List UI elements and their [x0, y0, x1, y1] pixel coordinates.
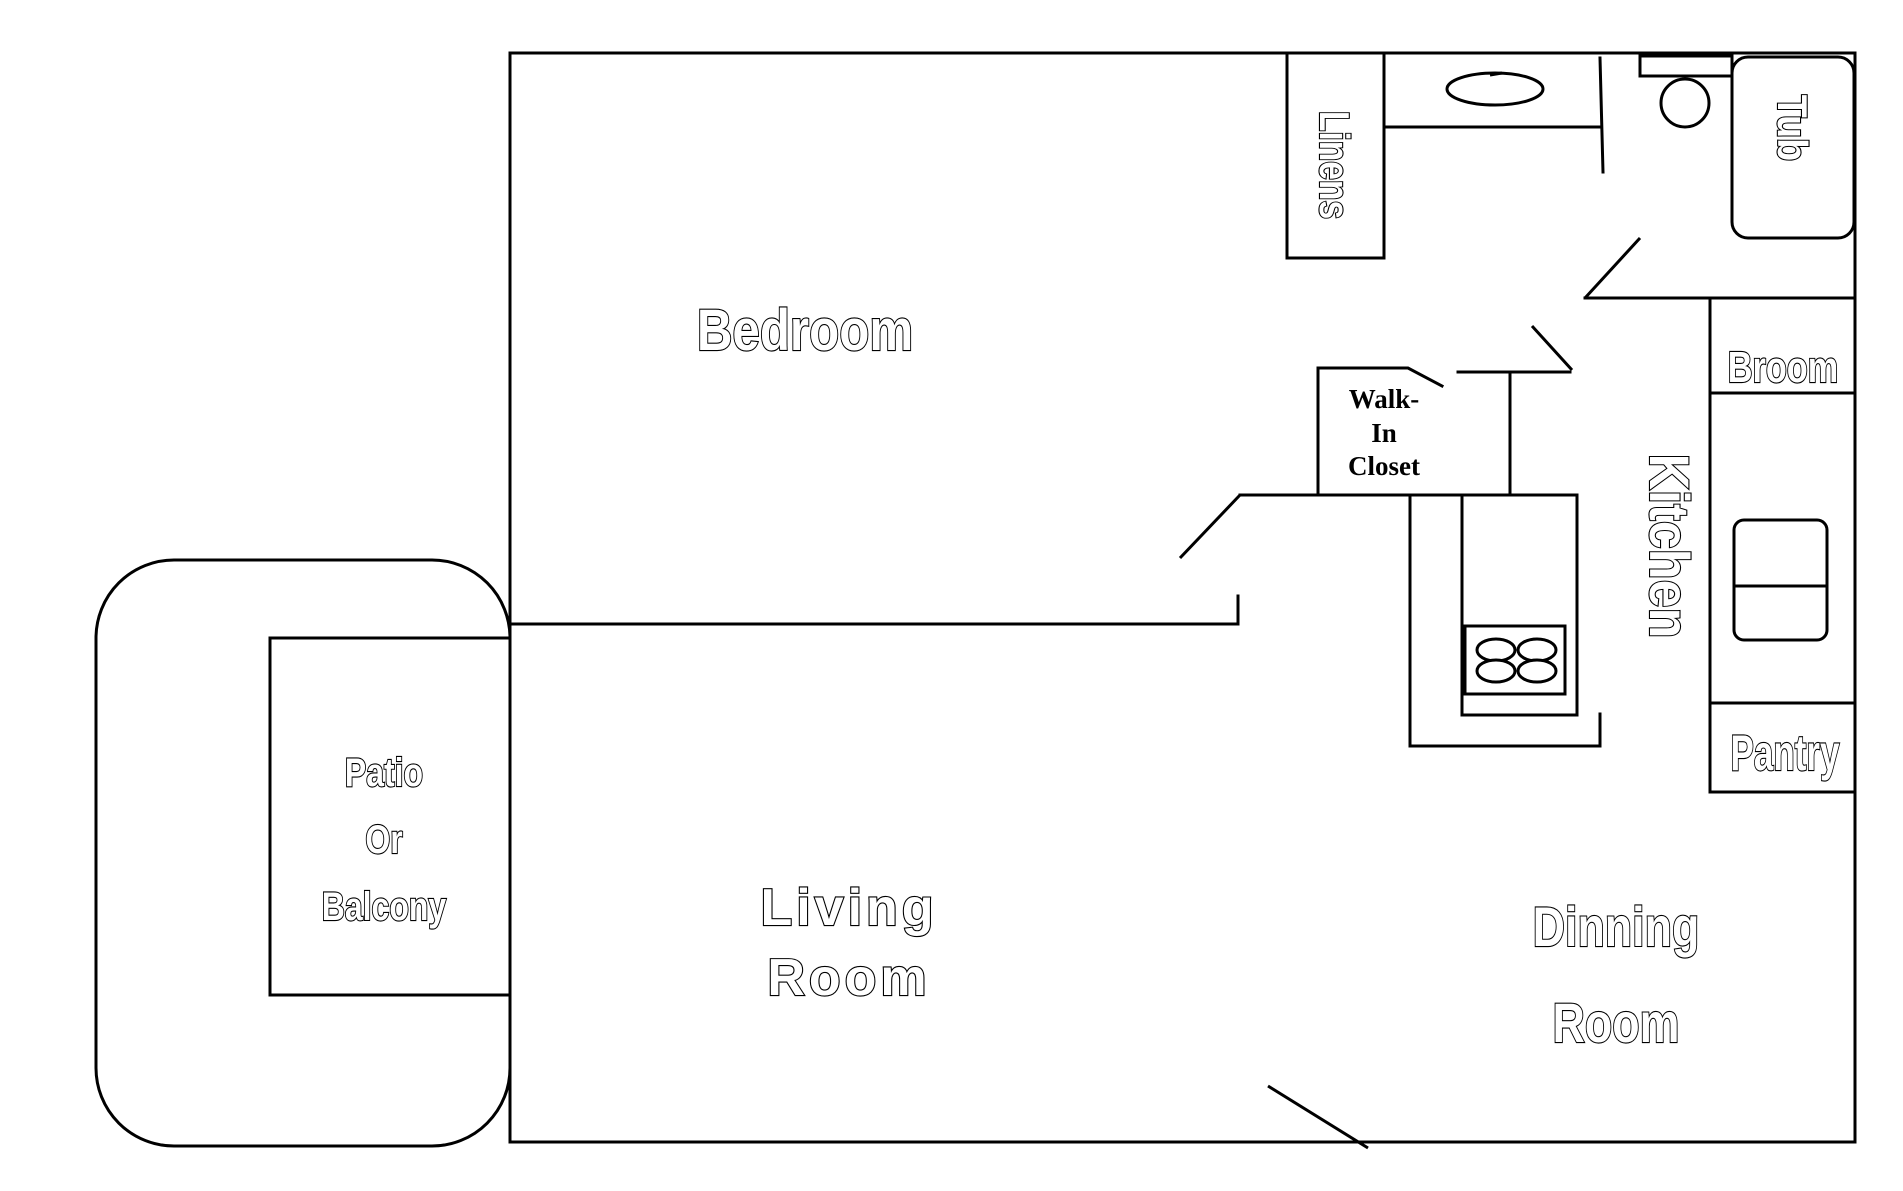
walk-in-closet-label-line3: Closet — [1348, 451, 1420, 481]
burner-icon — [1475, 637, 1517, 663]
burner-icon — [1516, 658, 1558, 684]
fridge-icon — [1732, 518, 1829, 642]
closet-door-swing — [1530, 324, 1574, 372]
toilet-icon — [1659, 77, 1711, 129]
kitchen-label: Kitchen — [1637, 454, 1699, 639]
walk-in-closet-wall — [1316, 366, 1445, 497]
entry-door-swing — [1267, 1084, 1369, 1150]
toilet-tank — [1638, 54, 1734, 78]
broom-label: Broom — [1728, 343, 1839, 392]
range-cabinet — [1460, 493, 1579, 717]
burner-icon — [1516, 637, 1558, 663]
pantry-label: Pantry — [1731, 726, 1840, 782]
living-room-label-line2: Room — [767, 949, 930, 1007]
outer-wall — [508, 51, 1857, 1144]
stove-icon — [1463, 624, 1567, 696]
tub-label: Tub — [1769, 95, 1815, 161]
bath-wall-vertical — [1598, 56, 1605, 174]
tub-fixture — [1730, 55, 1856, 240]
linens-closet — [1285, 51, 1386, 260]
bath-door-swing — [1583, 236, 1642, 300]
broom-closet — [1708, 296, 1857, 395]
dining-room-label-line2: Room — [1553, 991, 1680, 1054]
walk-in-closet-label-line2: In — [1371, 418, 1397, 448]
patio-inner-box — [268, 636, 512, 997]
walk-in-closet-label-line1: Walk- — [1349, 384, 1420, 414]
kitchen-island-outline — [1408, 493, 1602, 748]
patio-label-line3: Balcony — [322, 884, 446, 929]
patio-label-line2: Or — [365, 817, 402, 862]
bedroom-label: Bedroom — [697, 298, 913, 363]
patio-outline — [94, 558, 512, 1148]
burner-icon — [1475, 658, 1517, 684]
sink-faucet — [1489, 71, 1503, 77]
bedroom-door-swing — [1178, 493, 1242, 560]
pantry-closet — [1708, 701, 1857, 794]
patio-label-line1: Patio — [345, 750, 423, 795]
linens-label: Linens — [1310, 111, 1356, 219]
sink-icon — [1445, 71, 1545, 107]
living-room-label-line1: Living — [760, 879, 937, 937]
dining-room-label-line1: Dinning — [1533, 895, 1700, 958]
